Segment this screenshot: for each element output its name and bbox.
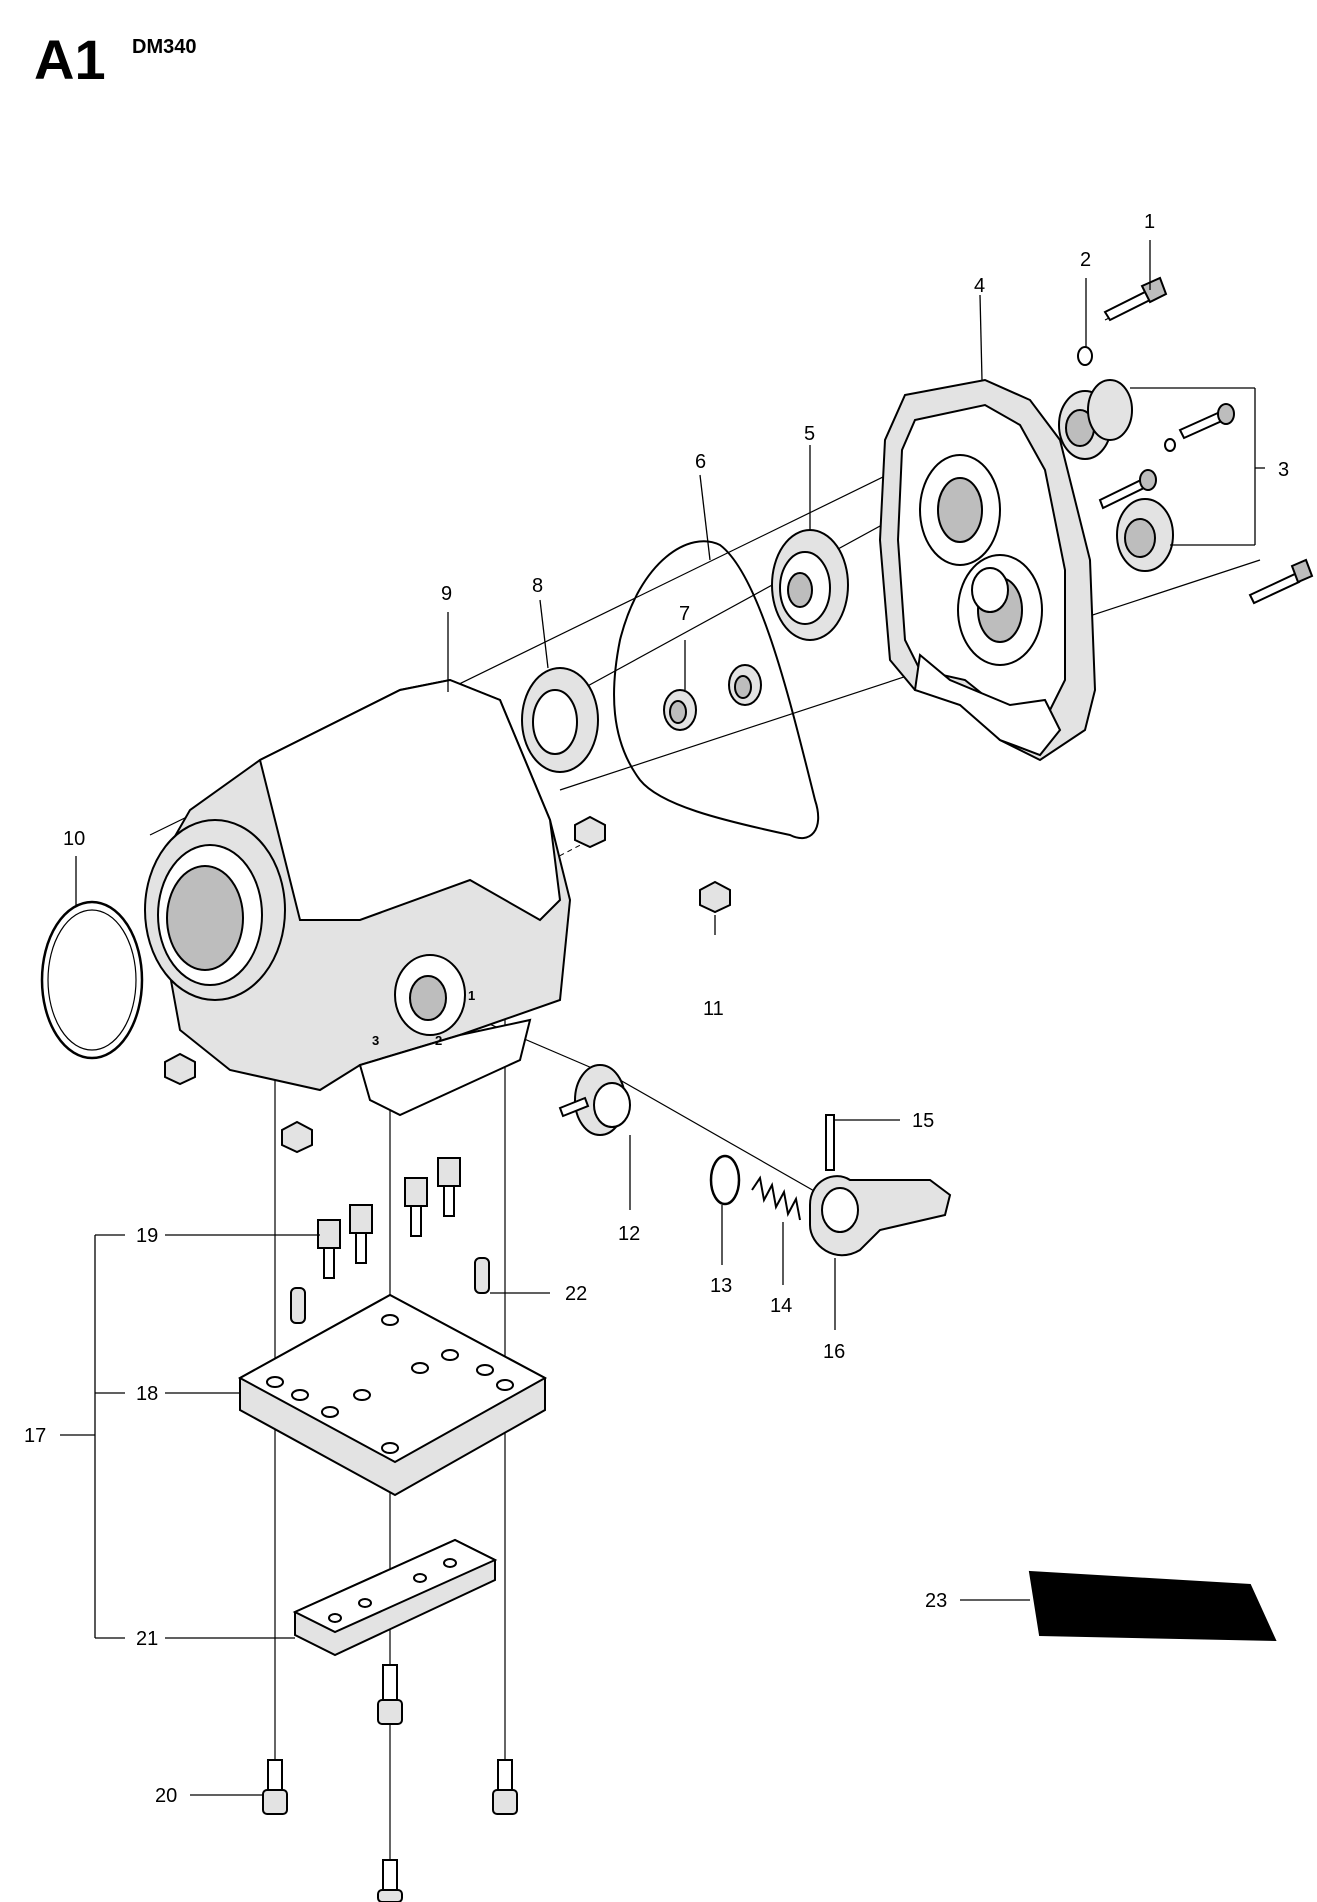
screws-part-19 (317, 1157, 461, 1279)
callout-16: 16 (823, 1341, 845, 1363)
nut-part-11 (164, 815, 731, 1154)
base-plate-part-18 (237, 1293, 548, 1497)
main-housing-part-9 (144, 678, 572, 1117)
callout-23: 23 (925, 1590, 947, 1612)
bearing-part-5 (771, 529, 849, 641)
housing-marking-3: 3 (372, 1033, 379, 1048)
screw-part-1 (1103, 276, 1168, 322)
callout-14: 14 (770, 1295, 792, 1317)
callout-13: 13 (710, 1275, 732, 1297)
callout-4: 4 (974, 275, 985, 297)
leader-lines (60, 240, 1265, 1796)
rail-part-21 (292, 1538, 498, 1657)
long-screw-right (1248, 558, 1314, 605)
o-ring-part-6 (613, 540, 820, 840)
callout-1: 1 (1144, 211, 1155, 233)
screws-part-20 (262, 1664, 518, 1902)
housing-marking-1: 1 (468, 988, 475, 1003)
gear-housing-cover (878, 378, 1097, 762)
shaft-seal-part-8 (521, 667, 599, 773)
callout-9: 9 (441, 583, 452, 605)
lever-part-16 (809, 1175, 952, 1257)
section-code: A1 (34, 28, 106, 91)
callout-labels: 1 2 3 4 5 6 7 8 9 10 11 12 13 14 15 16 1… (24, 211, 1289, 1807)
spring-part-14 (751, 1175, 801, 1221)
callout-3: 3 (1278, 459, 1289, 481)
flange-part-12 (558, 1064, 631, 1136)
callout-18: 18 (136, 1383, 158, 1405)
dowel-pins-part-22 (290, 1257, 490, 1324)
housing-marking-2: 2 (435, 1033, 442, 1048)
washer-part-2 (1077, 346, 1093, 366)
model-code: DM340 (132, 36, 197, 58)
needle-bearing-part-7 (663, 664, 762, 731)
callout-8: 8 (532, 575, 543, 597)
callout-6: 6 (695, 451, 706, 473)
callout-7: 7 (679, 603, 690, 625)
callout-10: 10 (63, 828, 85, 850)
pin-part-15 (825, 1114, 835, 1171)
callout-2: 2 (1080, 249, 1091, 271)
retaining-ring-part-13 (709, 1154, 741, 1206)
circlip-part-10 (40, 900, 144, 1060)
callout-15: 15 (912, 1110, 934, 1132)
label-part-23 (1028, 1570, 1277, 1642)
callout-22: 22 (565, 1283, 587, 1305)
callout-21: 21 (136, 1628, 158, 1650)
seal-kit-part-3 (1058, 379, 1235, 572)
callout-19: 19 (136, 1225, 158, 1247)
housing-markings: 1 2 3 (372, 988, 475, 1048)
callout-17: 17 (24, 1425, 46, 1447)
callout-11: 11 (703, 998, 724, 1020)
callout-5: 5 (804, 423, 815, 445)
callout-20: 20 (155, 1785, 177, 1807)
callout-12: 12 (618, 1223, 640, 1245)
